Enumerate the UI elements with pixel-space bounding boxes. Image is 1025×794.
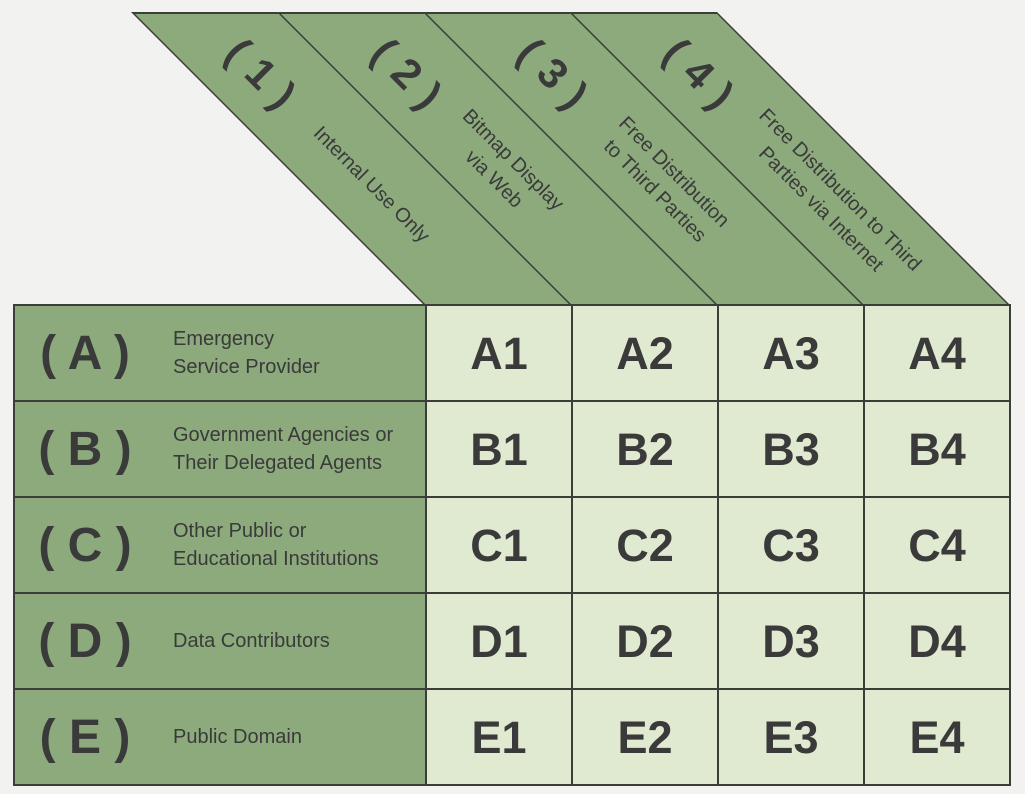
cell-A4: A4 xyxy=(863,304,1011,402)
cell-D2: D2 xyxy=(571,592,719,690)
cell-B4: B4 xyxy=(863,400,1011,498)
row-desc-B: Government Agencies or Their Delegated A… xyxy=(173,424,394,474)
row-desc-C: Other Public or Educational Institutions xyxy=(173,520,379,570)
cell-C2: C2 xyxy=(571,496,719,594)
cell-A3: A3 xyxy=(717,304,865,402)
row-header-A: ( A ) Emergency Service Provider xyxy=(13,304,427,402)
cell-B3: B3 xyxy=(717,400,865,498)
row-desc-D: Data Contributors xyxy=(173,630,330,652)
row-header-D: ( D ) Data Contributors xyxy=(13,592,427,690)
cell-B2: B2 xyxy=(571,400,719,498)
cell-B1: B1 xyxy=(425,400,573,498)
row-letter-B: ( B ) xyxy=(38,422,132,476)
cell-D4: D4 xyxy=(863,592,1011,690)
cell-E2: E2 xyxy=(571,688,719,786)
cell-E4: E4 xyxy=(863,688,1011,786)
row-desc-A: Emergency Service Provider xyxy=(173,328,320,378)
cell-C4: C4 xyxy=(863,496,1011,594)
cell-D3: D3 xyxy=(717,592,865,690)
row-letter-C: ( C ) xyxy=(38,518,132,572)
cell-C1: C1 xyxy=(425,496,573,594)
cell-E1: E1 xyxy=(425,688,573,786)
cell-C3: C3 xyxy=(717,496,865,594)
row-letter-E: ( E ) xyxy=(39,710,131,764)
row-letter-D: ( D ) xyxy=(38,614,132,668)
row-header-E: ( E ) Public Domain xyxy=(13,688,427,786)
cell-A1: A1 xyxy=(425,304,573,402)
row-letter-A: ( A ) xyxy=(40,326,130,380)
cell-D1: D1 xyxy=(425,592,573,690)
row-header-B: ( B ) Government Agencies or Their Deleg… xyxy=(13,400,427,498)
row-desc-E: Public Domain xyxy=(173,726,302,748)
cell-E3: E3 xyxy=(717,688,865,786)
row-header-C: ( C ) Other Public or Educational Instit… xyxy=(13,496,427,594)
cell-A2: A2 xyxy=(571,304,719,402)
